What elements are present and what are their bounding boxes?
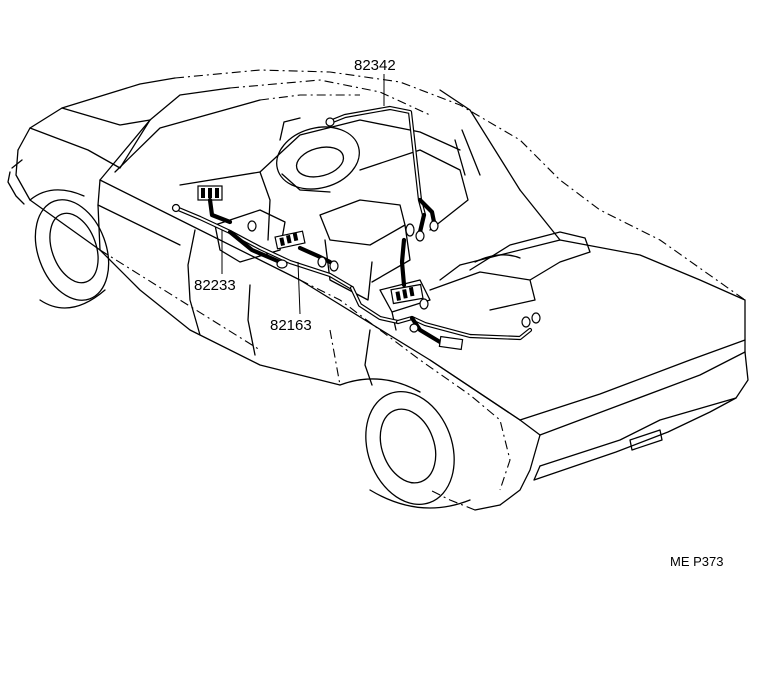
front-wheel <box>29 189 110 309</box>
harness-82342 <box>325 105 439 242</box>
part-label-82233: 82233 <box>194 277 236 294</box>
rear-seat <box>429 231 591 311</box>
roof-phantom-lines <box>99 69 746 511</box>
car-body-outline <box>7 77 749 511</box>
harness-82163 <box>274 230 401 325</box>
part-label-82163: 82163 <box>270 317 312 334</box>
harness-82233 <box>171 185 355 291</box>
part-label-82342: 82342 <box>354 57 396 74</box>
steering-wheel <box>276 117 360 193</box>
catalog-code: ME P373 <box>670 554 723 569</box>
harness-rear <box>390 237 541 351</box>
front-seat <box>214 199 411 301</box>
leader-lines <box>221 74 385 315</box>
dashboard <box>179 119 469 241</box>
rear-wheel <box>339 378 471 509</box>
